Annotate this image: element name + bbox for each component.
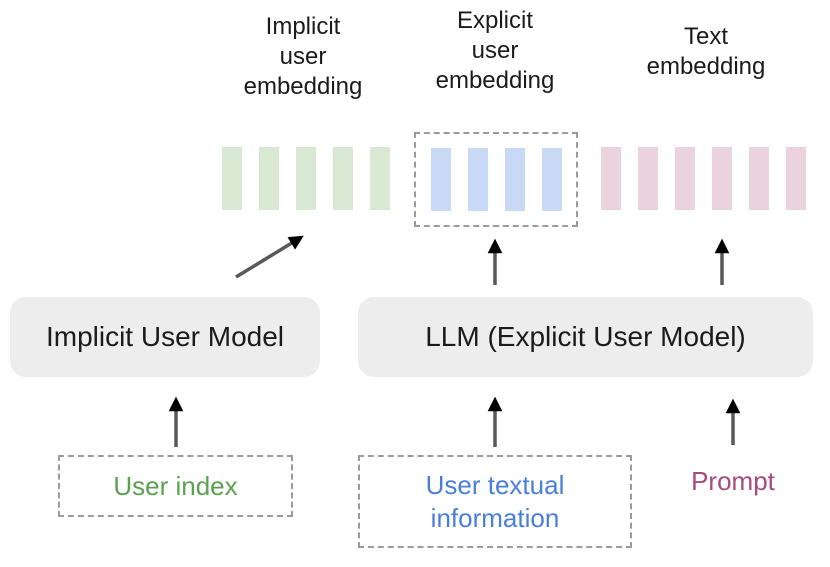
embedding-bar [370,147,390,210]
embedding-bar [296,147,316,210]
text-embedding-label: Text embedding [646,23,766,80]
explicit-embedding-dashed-box [414,132,578,227]
user-textual-information-input-box: User textual information [358,455,632,548]
embedding-bar [333,147,353,210]
embedding-bar [638,147,658,210]
text-embedding-bars [601,147,806,210]
explicit-user-embedding-label: Explicit user embedding [435,7,555,94]
embedding-bar [541,148,562,211]
embedding-bar [675,147,695,210]
implicit-user-model-box: Implicit User Model [10,297,320,377]
embedding-bar [786,147,806,210]
arrow-implicit-model-to-implicit-embedding [235,235,304,279]
implicit-embedding-bars [222,147,390,210]
embedding-bar [467,148,488,211]
prompt-label: Prompt [691,466,775,496]
embedding-bar [259,147,279,210]
llm-explicit-user-model-box: LLM (Explicit User Model) [358,297,813,377]
embedding-bar [430,148,451,211]
embedding-bar [749,147,769,210]
embedding-bar [712,147,732,210]
implicit-user-embedding-label: Implicit user embedding [243,13,363,100]
embedding-bar [601,147,621,210]
explicit-embedding-bars [430,148,562,211]
embedding-bar [504,148,525,211]
user-index-input-box: User index [58,455,293,517]
embedding-bar [222,147,242,210]
